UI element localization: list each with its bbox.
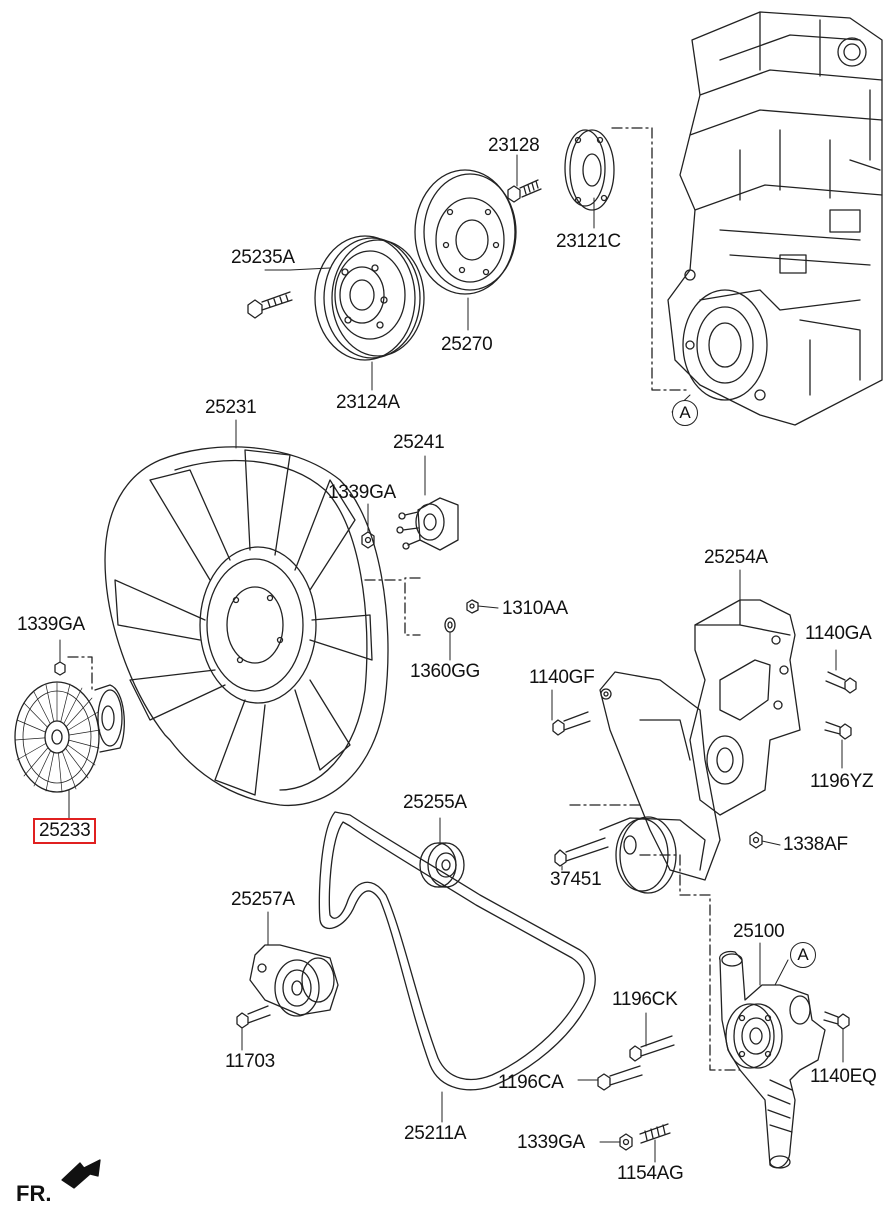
reference-lines <box>67 127 741 1071</box>
label-1140gf: 1140GF <box>529 667 595 688</box>
label-25233-highlighted: 25233 <box>33 818 97 844</box>
label-11703: 11703 <box>225 1051 275 1072</box>
bolt-1140ga <box>825 671 857 694</box>
idler-pulley-37451 <box>554 816 706 894</box>
label-23124a: 23124A <box>336 392 400 413</box>
stud-1196ck <box>629 1035 675 1062</box>
engine-block <box>667 11 883 426</box>
label-1310aa: 1310AA <box>502 598 568 619</box>
nut-1310aa <box>466 599 479 614</box>
mounting-bracket <box>689 599 801 816</box>
crank-pulley <box>314 235 425 361</box>
bolt-1140gf <box>552 711 591 736</box>
nut-1339ga-c <box>619 1133 633 1151</box>
label-1339ga-a: 1339GA <box>328 482 396 503</box>
label-23121c: 23121C <box>556 231 621 252</box>
label-1140ga: 1140GA <box>805 623 872 644</box>
label-1196ck: 1196CK <box>612 989 678 1010</box>
front-direction-arrow <box>61 1159 101 1189</box>
drive-belt <box>318 811 596 1091</box>
label-37451: 37451 <box>550 869 602 890</box>
bolt-1196yz <box>824 721 852 740</box>
label-1339ga-b: 1339GA <box>17 614 85 635</box>
label-1360gg: 1360GG <box>410 661 481 682</box>
label-23128: 23128 <box>488 135 540 156</box>
label-25257a: 25257A <box>231 889 295 910</box>
callout-a-pump: A <box>790 942 816 968</box>
bolt-1140eq <box>823 1011 850 1030</box>
label-25241: 25241 <box>393 432 445 453</box>
crank-flange <box>564 129 615 211</box>
bolt-25235a <box>247 291 293 319</box>
label-1196yz: 1196YZ <box>810 771 874 792</box>
front-direction-label: FR. <box>16 1181 52 1206</box>
bolt-23128 <box>507 179 542 203</box>
label-25211a: 25211A <box>404 1123 467 1144</box>
label-25231: 25231 <box>205 397 257 418</box>
label-25100: 25100 <box>733 921 785 942</box>
alternator-bracket <box>599 671 721 881</box>
nut-1338af <box>749 831 763 849</box>
fan-spacer <box>396 497 459 551</box>
label-25270: 25270 <box>441 334 493 355</box>
water-pump <box>719 950 826 1169</box>
label-1140eq: 1140EQ <box>810 1066 877 1087</box>
belt-tensioner <box>249 944 339 1017</box>
label-1154ag: 1154AG <box>617 1163 684 1184</box>
damper-pulley <box>414 169 517 295</box>
label-25255a: 25255A <box>403 792 467 813</box>
fan-clutch <box>14 661 125 793</box>
label-1339ga-c: 1339GA <box>517 1132 585 1153</box>
leader-lines <box>59 154 844 1163</box>
washer-1360gg <box>444 617 456 633</box>
bolt-1196ca <box>597 1065 643 1091</box>
bolt-11703 <box>236 1005 271 1029</box>
stud-1154ag <box>639 1123 671 1144</box>
cooling-fan <box>104 446 389 807</box>
callout-a-engine: A <box>672 400 698 426</box>
label-25235a: 25235A <box>231 247 295 268</box>
label-1338af: 1338AF <box>783 834 848 855</box>
label-1196ca: 1196CA <box>498 1072 564 1093</box>
label-25254a: 25254A <box>704 547 768 568</box>
